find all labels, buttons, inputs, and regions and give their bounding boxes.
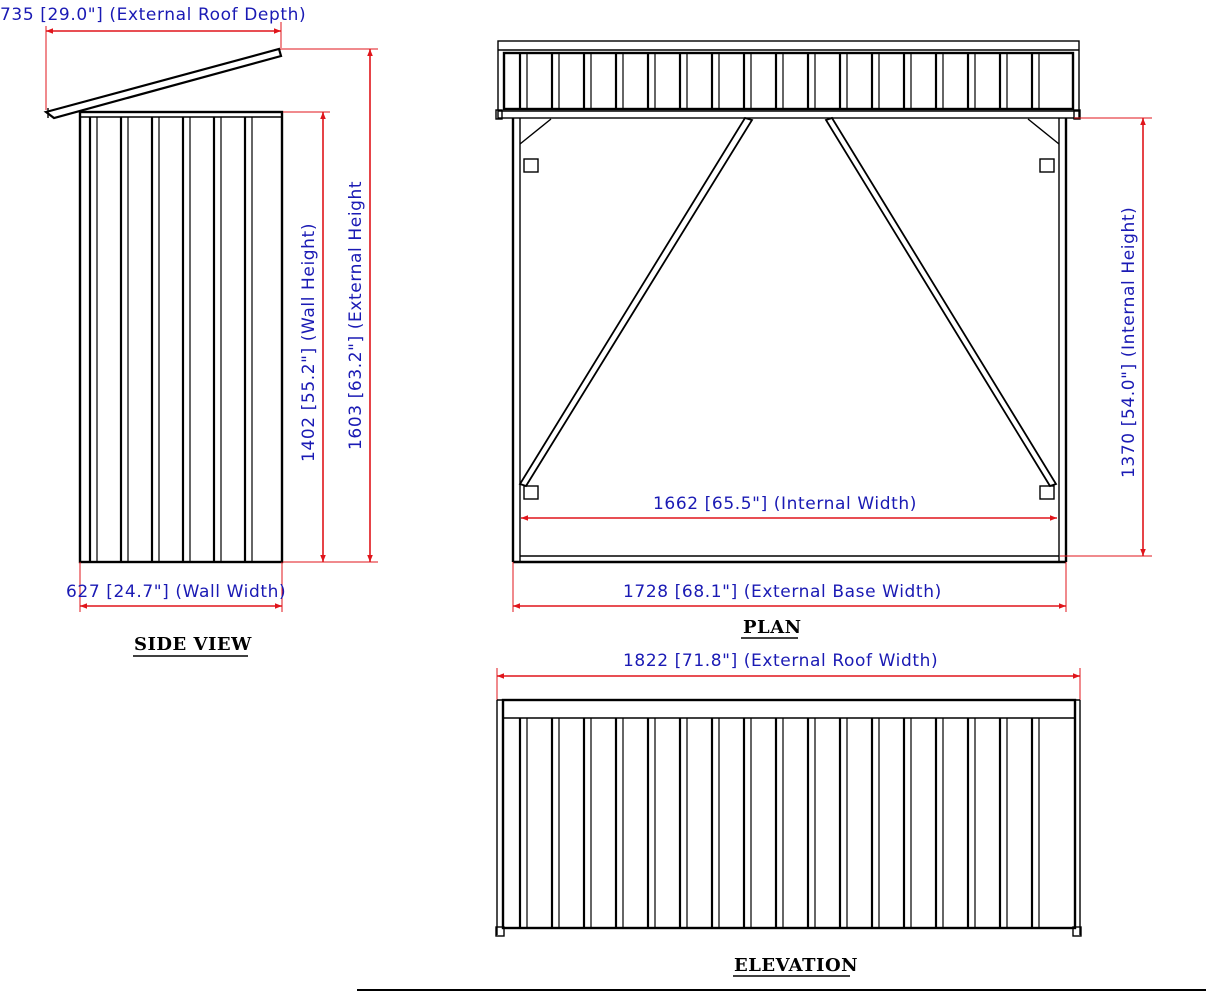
- wall-width-label: 627 [24.7"] (Wall Width): [66, 582, 286, 602]
- external-height-dimension: 1603 [63.2"] (External Height: [282, 48, 378, 563]
- plan-title: PLAN: [743, 617, 802, 638]
- elevation-title: ELEVATION: [734, 955, 858, 976]
- wall-width-dimension: 627 [24.7"] (Wall Width): [66, 562, 286, 612]
- elevation-view: 1822 [71.8"] (External Roof Width) ELEVA…: [495, 651, 1082, 977]
- internal-height-label: 1370 [54.0"] (Internal Height): [1119, 207, 1139, 478]
- external-roof-width-label: 1822 [71.8"] (External Roof Width): [623, 651, 938, 671]
- side-view-wall-ribs: [88, 117, 253, 562]
- external-roof-width-dimension: 1822 [71.8"] (External Roof Width): [496, 651, 1081, 700]
- external-base-width-label: 1728 [68.1"] (External Base Width): [623, 582, 942, 602]
- internal-height-dimension: 1370 [54.0"] (Internal Height): [1060, 117, 1152, 557]
- side-view: 735 [29.0"] (External Roof Depth) 1402 […: [0, 5, 378, 657]
- plan-roof-ribs: [518, 53, 1040, 109]
- side-view-roof: [43, 47, 283, 120]
- side-view-wall: [78, 110, 284, 564]
- elevation-front: [495, 698, 1082, 937]
- wall-height-dimension: 1402 [55.2"] (Wall Height): [283, 111, 330, 563]
- internal-width-label: 1662 [65.5"] (Internal Width): [653, 494, 917, 514]
- plan-roof: [495, 40, 1081, 120]
- plan-base-frame: [511, 116, 1068, 564]
- internal-width-dimension: 1662 [65.5"] (Internal Width): [521, 494, 1057, 521]
- wall-height-label: 1402 [55.2"] (Wall Height): [299, 223, 319, 462]
- side-view-title: SIDE VIEW: [134, 634, 252, 655]
- external-height-label: 1603 [63.2"] (External Height: [346, 181, 366, 450]
- external-base-width-dimension: 1728 [68.1"] (External Base Width): [512, 562, 1067, 612]
- roof-depth-dimension: 735 [29.0"] (External Roof Depth): [0, 5, 306, 110]
- elevation-wall-ribs: [518, 718, 1040, 928]
- plan-view: 1662 [65.5"] (Internal Width) 1728 [68.1…: [495, 40, 1152, 639]
- roof-depth-label: 735 [29.0"] (External Roof Depth): [0, 5, 306, 25]
